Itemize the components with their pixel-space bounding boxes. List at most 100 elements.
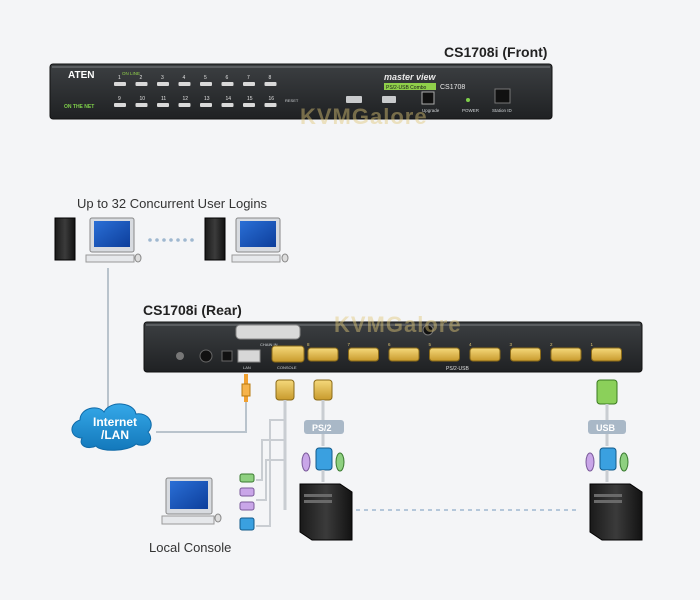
firmware-port-icon: [382, 96, 396, 103]
rear-port-number: 7: [348, 342, 351, 347]
front-port-number: 9: [118, 96, 121, 102]
rear-kvm-port: [591, 347, 622, 362]
svg-text:CS1708: CS1708: [440, 84, 465, 91]
rear-port-number: 4: [469, 342, 472, 347]
power-led-icon: [466, 98, 470, 102]
on-the-net-logo: ON THE NET: [64, 104, 94, 110]
front-port-button[interactable]: [114, 82, 126, 86]
front-port-button[interactable]: [200, 82, 212, 86]
svg-text:ON LINE: ON LINE: [122, 71, 140, 76]
front-port-number: 8: [269, 75, 272, 81]
front-panel-title: CS1708i (Front): [444, 44, 548, 60]
rear-kvm-port: [550, 347, 582, 362]
front-port-button[interactable]: [178, 103, 191, 107]
front-port-number: 11: [161, 96, 166, 102]
rear-kvm-port: [348, 347, 379, 362]
station-id-display: [494, 88, 511, 104]
svg-text:CONSOLE: CONSOLE: [277, 365, 297, 370]
front-port-number: 7: [247, 75, 250, 81]
front-port-button[interactable]: [135, 103, 148, 107]
front-port-number: 16: [269, 96, 275, 102]
watermark-rear: KVMGalore: [334, 312, 462, 337]
svg-text:Upgrade: Upgrade: [422, 108, 440, 113]
front-port-number: 6: [226, 75, 229, 81]
rear-port-number: 6: [388, 342, 391, 347]
internet-cloud: [71, 403, 152, 451]
front-port-button[interactable]: [264, 103, 277, 107]
rear-kvm-port: [307, 347, 339, 362]
front-port-number: 4: [183, 75, 186, 81]
upgrade-port-icon: [421, 91, 435, 105]
front-port-button[interactable]: [114, 103, 126, 107]
rear-port-number: 1: [591, 342, 594, 347]
svg-text:PS/2-USB Combo: PS/2-USB Combo: [386, 85, 427, 91]
console-port-icon: [271, 345, 305, 363]
front-port-button[interactable]: [157, 82, 169, 86]
front-port-buttons-bottom: 9 10 11 12 13 14 15 16: [114, 96, 277, 107]
connection-dots: [148, 238, 194, 242]
front-port-button[interactable]: [243, 103, 255, 107]
front-port-button[interactable]: [200, 103, 212, 107]
lan-cable: [241, 374, 251, 402]
rear-panel-title: CS1708i (Rear): [143, 302, 242, 318]
front-port-number: 2: [140, 75, 143, 81]
rear-port-number: 8: [307, 342, 310, 347]
console-cable: [256, 379, 295, 527]
usb-port-icon: [346, 96, 362, 103]
local-console-connectors: [239, 473, 255, 531]
target-computer-right: [589, 483, 643, 541]
front-port-button[interactable]: [221, 103, 234, 107]
front-port-button[interactable]: [264, 82, 277, 86]
power-switch-icon: [199, 349, 213, 363]
front-port-button[interactable]: [178, 82, 191, 86]
cloud-label: Internet /LAN: [92, 415, 137, 442]
lan-line-kvm: [156, 400, 247, 433]
svg-text:USB: USB: [596, 423, 616, 433]
remote-computer-left: [54, 217, 142, 263]
rear-kvm-port: [510, 347, 541, 362]
front-port-number: 15: [247, 96, 253, 102]
front-port-button[interactable]: [243, 82, 255, 86]
remote-users-caption: Up to 32 Concurrent User Logins: [77, 196, 268, 211]
ps2-badge: [304, 420, 344, 434]
remote-computer-right: [204, 217, 289, 263]
rear-kvm-port: [429, 347, 460, 362]
rear-port-number: 2: [550, 342, 553, 347]
front-port-button[interactable]: [157, 103, 169, 107]
target-computer-left: [299, 483, 353, 541]
rear-kvm-port: [388, 347, 420, 362]
svg-text:Station ID: Station ID: [492, 108, 513, 113]
product-line-logo: master view: [384, 72, 437, 82]
ground-icon: [176, 352, 184, 360]
watermark-top: KVMGalore: [300, 104, 428, 129]
svg-text:RESET: RESET: [285, 98, 299, 103]
rear-kvm-port: [469, 347, 501, 362]
chain-in-connector: [235, 324, 301, 340]
ps2-cable: PS/2: [301, 379, 345, 482]
svg-text:LAN: LAN: [243, 365, 251, 370]
brand-logo: ATEN: [68, 70, 94, 81]
local-console-computer: [161, 477, 222, 525]
rear-port-number: 5: [429, 342, 432, 347]
local-console-caption: Local Console: [149, 540, 232, 555]
svg-text:CHAIN IN: CHAIN IN: [260, 342, 278, 347]
front-port-number: 12: [183, 96, 189, 102]
front-port-number: 13: [204, 96, 210, 102]
power-socket-icon: [221, 350, 233, 362]
svg-text:POWER: POWER: [462, 108, 480, 113]
front-port-number: 14: [226, 96, 232, 102]
front-port-button[interactable]: [221, 82, 234, 86]
front-port-button[interactable]: [135, 82, 148, 86]
front-port-number: 1: [118, 75, 121, 81]
front-port-number: 10: [140, 96, 146, 102]
usb-badge: [588, 420, 626, 434]
usb-cable: USB: [585, 379, 629, 482]
svg-text:PS/2-USB: PS/2-USB: [446, 366, 469, 372]
lan-port-icon: [237, 349, 261, 363]
